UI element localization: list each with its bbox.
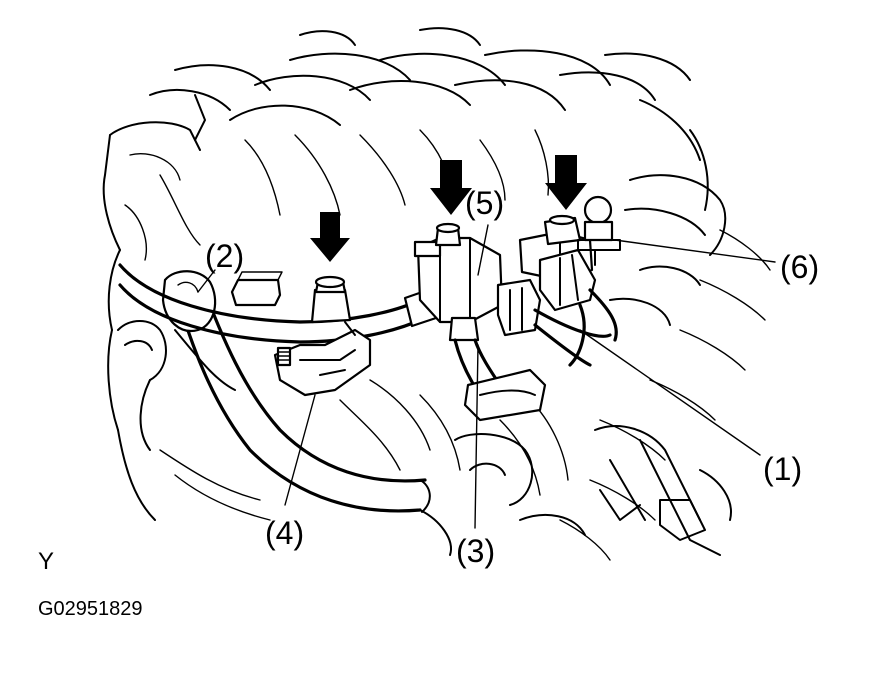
bolt-arrow-icon: [545, 155, 587, 210]
small-block: [230, 271, 283, 307]
bolt-arrow-icon: [310, 212, 350, 262]
bolt-arrows: [310, 155, 587, 262]
view-letter: Y: [38, 548, 55, 575]
leader-lines: [197, 224, 776, 529]
callout-3: (3): [456, 533, 495, 569]
callout-5: (5): [465, 185, 504, 221]
callout-2: (2): [205, 238, 244, 274]
callout-4: (4): [265, 515, 304, 551]
callout-1: (1): [763, 451, 802, 487]
left-bracket: [273, 275, 372, 397]
callout-6: (6): [780, 249, 819, 285]
component-1: [518, 214, 618, 367]
component-2: [118, 263, 438, 344]
vsv-component-5: [413, 222, 612, 367]
bolt-arrow-icon: [430, 160, 472, 215]
component-6: [577, 195, 621, 266]
figure-code: G02951829: [38, 598, 143, 620]
hose-4: [173, 278, 431, 513]
hose-3: [448, 316, 547, 422]
engine-background-linework: [102, 27, 771, 561]
